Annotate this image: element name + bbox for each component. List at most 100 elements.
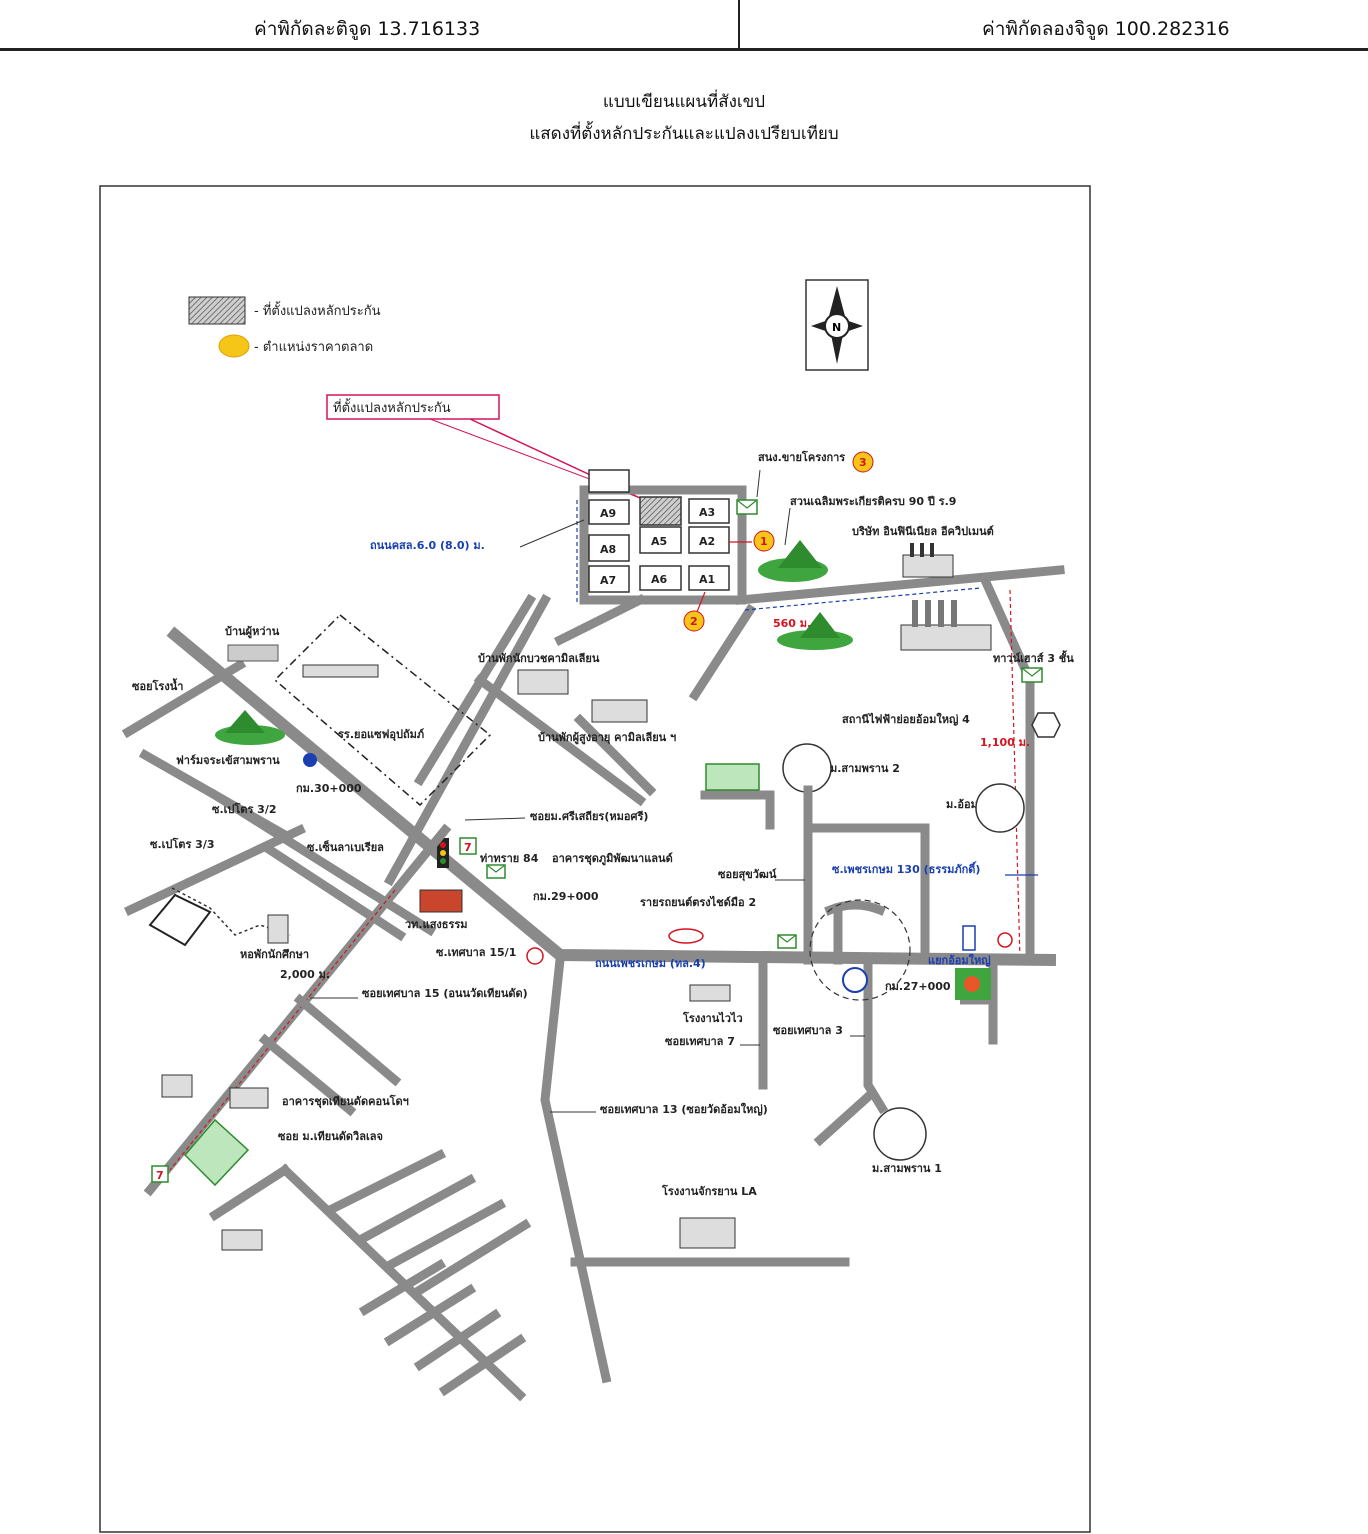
label-s-hiran: ซ.เซ็นลาเบเรียล — [307, 840, 384, 854]
factory-icon-waiwai — [689, 984, 731, 1002]
market-marker-1-label: 1 — [760, 535, 768, 548]
factory-icon-la — [679, 1217, 736, 1249]
map-title: แบบเขียนแผนที่สังเขป — [602, 92, 766, 112]
road-east-vertical — [979, 574, 1035, 965]
road-north-diag — [413, 593, 537, 787]
road-loop — [803, 823, 930, 965]
label-thesaban-15: ซอยเทศบาล 15 (อนนวัดเทียนดัด) — [362, 987, 528, 1000]
canal-line — [171, 887, 291, 936]
label-soi-rong-nam: ซอยโรงน้ำ — [132, 678, 183, 693]
road-grid-4 — [413, 1218, 532, 1297]
road-grid-1 — [323, 1148, 447, 1217]
condo-tiandat-icon — [183, 1118, 250, 1187]
label-post-84: ท่าทราย 84 — [480, 852, 539, 865]
label-junction: แยกอ้อมใหญ่ — [928, 953, 991, 967]
label-soi-si: ซอยม.ศรีเสถียร(หมอศรี) — [530, 810, 648, 823]
label-college: วท.แสงธรรม — [405, 918, 468, 931]
factory-icon-company — [902, 543, 954, 578]
hospital-icon — [526, 947, 544, 965]
plot-a6 — [639, 565, 682, 591]
plot-a2-label: A2 — [699, 535, 715, 548]
tree-icon-farm-2 — [225, 710, 265, 733]
road-sw-main — [143, 823, 452, 1197]
label-village-2: ม.สามพราน 2 — [830, 762, 900, 775]
longitude-text: ค่าพิกัดลองจิจูด 100.282316 — [982, 18, 1230, 40]
legend-market-price-label: - ตำแหน่งราคาตลาด — [254, 340, 373, 355]
label-km29: กม.29+000 — [533, 890, 599, 903]
envelope-icon-post — [486, 864, 506, 879]
label-thesaban-13: ซอยเทศบาล 13 (ซอยวัดอ้อมใหญ่) — [600, 1102, 768, 1116]
road-pracha-33 — [124, 824, 306, 916]
label-soi-suwat: ซอยสุขวัฒน์ — [718, 868, 777, 882]
envelope-icon-office — [736, 499, 758, 515]
school-boundary — [273, 613, 492, 807]
legend-collateral-label: - ที่ตั้งแปลงหลักประกัน — [254, 301, 381, 319]
header-divider — [738, 0, 740, 50]
gas-station-icon — [303, 753, 317, 767]
road-grid-6 — [383, 1283, 477, 1347]
label-thesaban-3: ซอยเทศบาล 3 — [773, 1024, 843, 1037]
plot-a3-label: A3 — [699, 506, 715, 519]
north-arrow-icon: N — [805, 279, 869, 371]
road-monk — [473, 673, 647, 807]
label-school: รร.ยอแซฟอุปถัมภ์ — [338, 728, 424, 742]
plot-a5 — [639, 526, 682, 554]
label-car-dealer: รายรถยนต์ตรงไชด์มือ 2 — [640, 895, 756, 909]
bank-icon — [962, 925, 976, 951]
dorm-building-icon — [267, 914, 289, 944]
market-marker-3-label: 3 — [859, 456, 867, 469]
callout-label: ที่ตั้งแปลงหลักประกัน — [333, 398, 451, 416]
label-monk-house: บ้านพักนักบวชคามิลเลียน — [478, 652, 600, 665]
road-grid-base — [208, 1163, 292, 1222]
substation-hexagon-icon — [1031, 712, 1061, 738]
factory-icon-east — [900, 600, 992, 651]
label-distance-560: 560 ม. — [773, 617, 811, 630]
label-phetkasem-130: ซ.เพชรเกษม 130 (ธรรมภักดิ์) — [832, 861, 980, 876]
road-grid-2 — [353, 1173, 477, 1247]
road-loop-top — [824, 900, 886, 916]
road-phetkasem — [166, 626, 1057, 967]
seven-eleven-icon-sw — [151, 1165, 169, 1183]
road-thesaban-13 — [540, 955, 612, 1384]
plot-a2 — [688, 526, 730, 554]
plot-collateral — [639, 496, 682, 526]
map-subtitle: แสดงที่ตั้งหลักประกันและแปลงเปรียบเทียบ — [529, 124, 839, 144]
label-village-head: บ้านผู้หว่าน — [225, 625, 280, 639]
factory-icon-sw-3 — [221, 1229, 263, 1251]
road-elderly — [573, 713, 657, 797]
label-farm: ฟาร์มจระเข้สามพราน — [176, 754, 280, 767]
seven-eleven-label-center: 7 — [464, 841, 472, 854]
plot-a7-label: A7 — [600, 574, 616, 587]
school-building-icon — [302, 664, 379, 678]
label-km27: กม.27+000 — [885, 980, 951, 993]
envelope-icon-townhouse — [1021, 667, 1043, 683]
road-grid-7 — [413, 1308, 502, 1372]
label-elderly-house: บ้านพักผู้สูงอายุ คามิลเลียน ฯ — [538, 731, 676, 745]
label-pracha-33: ซ.เปโตร 3/3 — [150, 837, 215, 851]
store-logo-icon — [964, 976, 980, 992]
label-soi-tiandat: ซอย ม.เทียนดัดวิลเลจ — [278, 1130, 383, 1143]
factory-icon-sw-2 — [229, 1087, 269, 1109]
label-project-office: สนง.ขายโครงการ — [758, 450, 845, 464]
plot-a3 — [688, 498, 730, 524]
plot-top-left — [588, 469, 630, 493]
road-soi-rong-nam — [121, 658, 247, 739]
road-to-east — [735, 565, 1065, 605]
label-phetkasem-road: ถนนเพชรเกษม (ทล.4) — [595, 957, 706, 970]
label-factory-waiwai: โรงงานไวไว — [682, 1011, 743, 1025]
road-monk-2 — [553, 593, 647, 647]
market-marker-3: 3 — [852, 451, 874, 473]
road-south-spur — [688, 603, 757, 702]
road-grid-3 — [383, 1198, 507, 1272]
building-icon-sw — [148, 893, 212, 947]
plot-a8-label: A8 — [600, 543, 616, 556]
label-distance-1100: 1,100 ม. — [980, 736, 1030, 749]
plot-a9-label: A9 — [600, 507, 616, 520]
compass-letter: N — [832, 321, 841, 334]
map-frame — [99, 185, 1091, 1533]
label-townhouse: ทาวน์เฮาส์ 3 ชั้น — [993, 650, 1074, 665]
plot-a8 — [588, 534, 630, 562]
label-km30: กม.30+000 — [296, 782, 362, 795]
label-dorm: หอพักนักศึกษา — [240, 948, 309, 961]
label-thesaban-151: ซ.เทศบาล 15/1 — [436, 946, 516, 959]
